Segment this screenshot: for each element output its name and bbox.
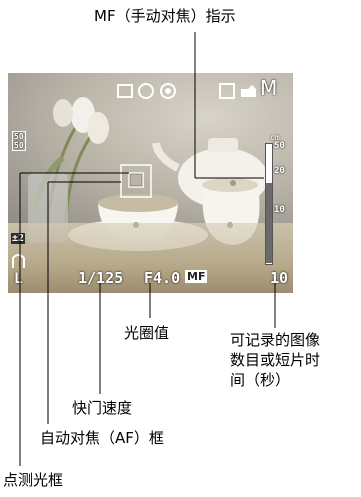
scale-mark-10: 10	[274, 205, 285, 215]
scale-unit-label: cm	[270, 133, 280, 142]
shots-remaining-value: 10	[270, 269, 289, 287]
iso-indicator: 50 50	[12, 131, 26, 151]
lcd-status-icons	[117, 83, 256, 99]
iso-value-bottom: 50	[14, 141, 24, 150]
recordable-line-1: 可记录的图像	[230, 331, 321, 349]
focus-frames	[120, 164, 152, 198]
mf-badge: MF	[185, 270, 208, 283]
flash-compensation-badge: ±2	[11, 233, 26, 244]
image-size-letter: L	[14, 271, 23, 287]
scale-mark-50: 50	[274, 141, 285, 151]
scale-mark-20: 20	[274, 166, 285, 176]
shutter-speed-value: 1/125	[78, 269, 124, 287]
spot-metering-frame	[128, 172, 144, 188]
display-frame-icon	[117, 84, 133, 98]
drive-mode-icon	[12, 254, 25, 268]
recordable-callout: 可记录的图像 数目或短片时 间（秒）	[230, 330, 320, 390]
camera-lcd-screen: M 50 50 ±2 L cm 50 20 10 1/125 F4.0 MF 1…	[8, 73, 293, 293]
table-surface	[8, 223, 293, 293]
aperture-callout: 光圈值	[124, 324, 170, 342]
metering-mode-icon	[160, 83, 176, 99]
spot-frame-callout: 点测光框	[3, 471, 64, 489]
spot-metering-icon	[219, 83, 235, 99]
mf-indicator-callout: MF（手动对焦）指示	[94, 7, 236, 25]
af-frame	[120, 164, 152, 198]
af-frame-callout: 自动对焦（AF）框	[40, 429, 164, 447]
recordable-line-3: 间（秒）	[230, 371, 291, 389]
aperture-value: F4.0	[144, 269, 181, 287]
manual-mode-camera-icon	[241, 85, 256, 97]
iso-value-top: 50	[14, 132, 24, 141]
stitch-mode-icon	[138, 83, 154, 99]
mf-distance-scale-fill	[266, 183, 272, 263]
mode-letter: M	[260, 76, 278, 100]
recordable-line-2: 数目或短片时	[230, 351, 321, 369]
shutter-callout: 快门速度	[72, 399, 133, 417]
